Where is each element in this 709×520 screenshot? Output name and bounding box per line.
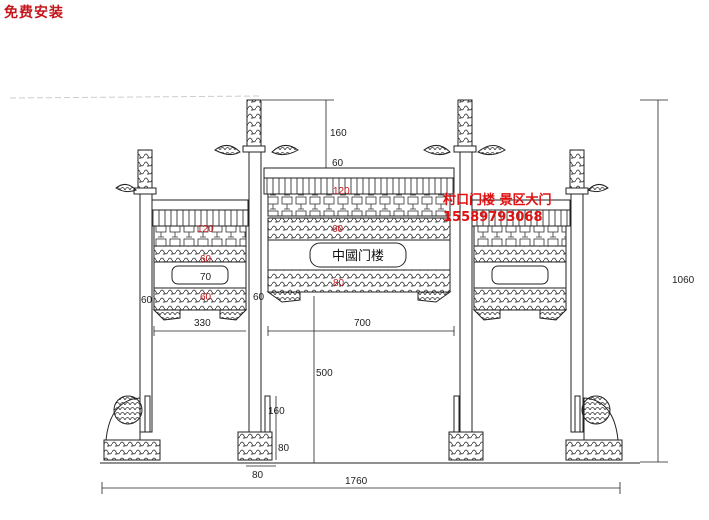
dim-base-foot: 80 — [278, 443, 290, 454]
dim-side-b: 60 — [200, 254, 212, 265]
promo-title: 村口门楼 景区大门 — [443, 193, 552, 208]
dim-mid-roof: 120 — [333, 186, 350, 197]
columns — [115, 99, 609, 433]
dim-band-low: 80 — [333, 278, 345, 289]
dim-band: 60 — [332, 224, 344, 235]
dim-top-roof: 60 — [332, 158, 344, 169]
dim-base-height: 160 — [268, 406, 285, 417]
bases — [103, 395, 623, 461]
dim-side-post: 60 — [141, 295, 153, 306]
dim-top-post: 160 — [330, 128, 347, 139]
promo-phone: 15589793068 — [443, 210, 543, 225]
dim-total-width: 1760 — [345, 476, 368, 487]
dim-main-post: 60 — [253, 292, 265, 303]
corner-label: 免费安装 — [4, 5, 64, 21]
dim-side-d: 60 — [200, 292, 212, 303]
faint-guide-line — [9, 95, 261, 99]
dim-side-span: 330 — [194, 318, 211, 329]
dim-center-span: 700 — [354, 318, 371, 329]
dim-opening: 500 — [316, 368, 333, 379]
dim-base-width: 80 — [252, 470, 264, 481]
dim-side-a: 120 — [197, 224, 214, 235]
left-bay — [149, 199, 249, 321]
dim-side-c: 70 — [200, 272, 212, 283]
right-bay — [471, 199, 571, 321]
dim-total-height: 1060 — [672, 275, 695, 286]
dimension-lines — [101, 99, 668, 494]
center-bay: 中國门楼 — [263, 167, 455, 303]
plaque-text: 中國门楼 — [332, 249, 384, 264]
promo-text: 村口门楼 景区大门 15589793068 — [443, 192, 552, 226]
